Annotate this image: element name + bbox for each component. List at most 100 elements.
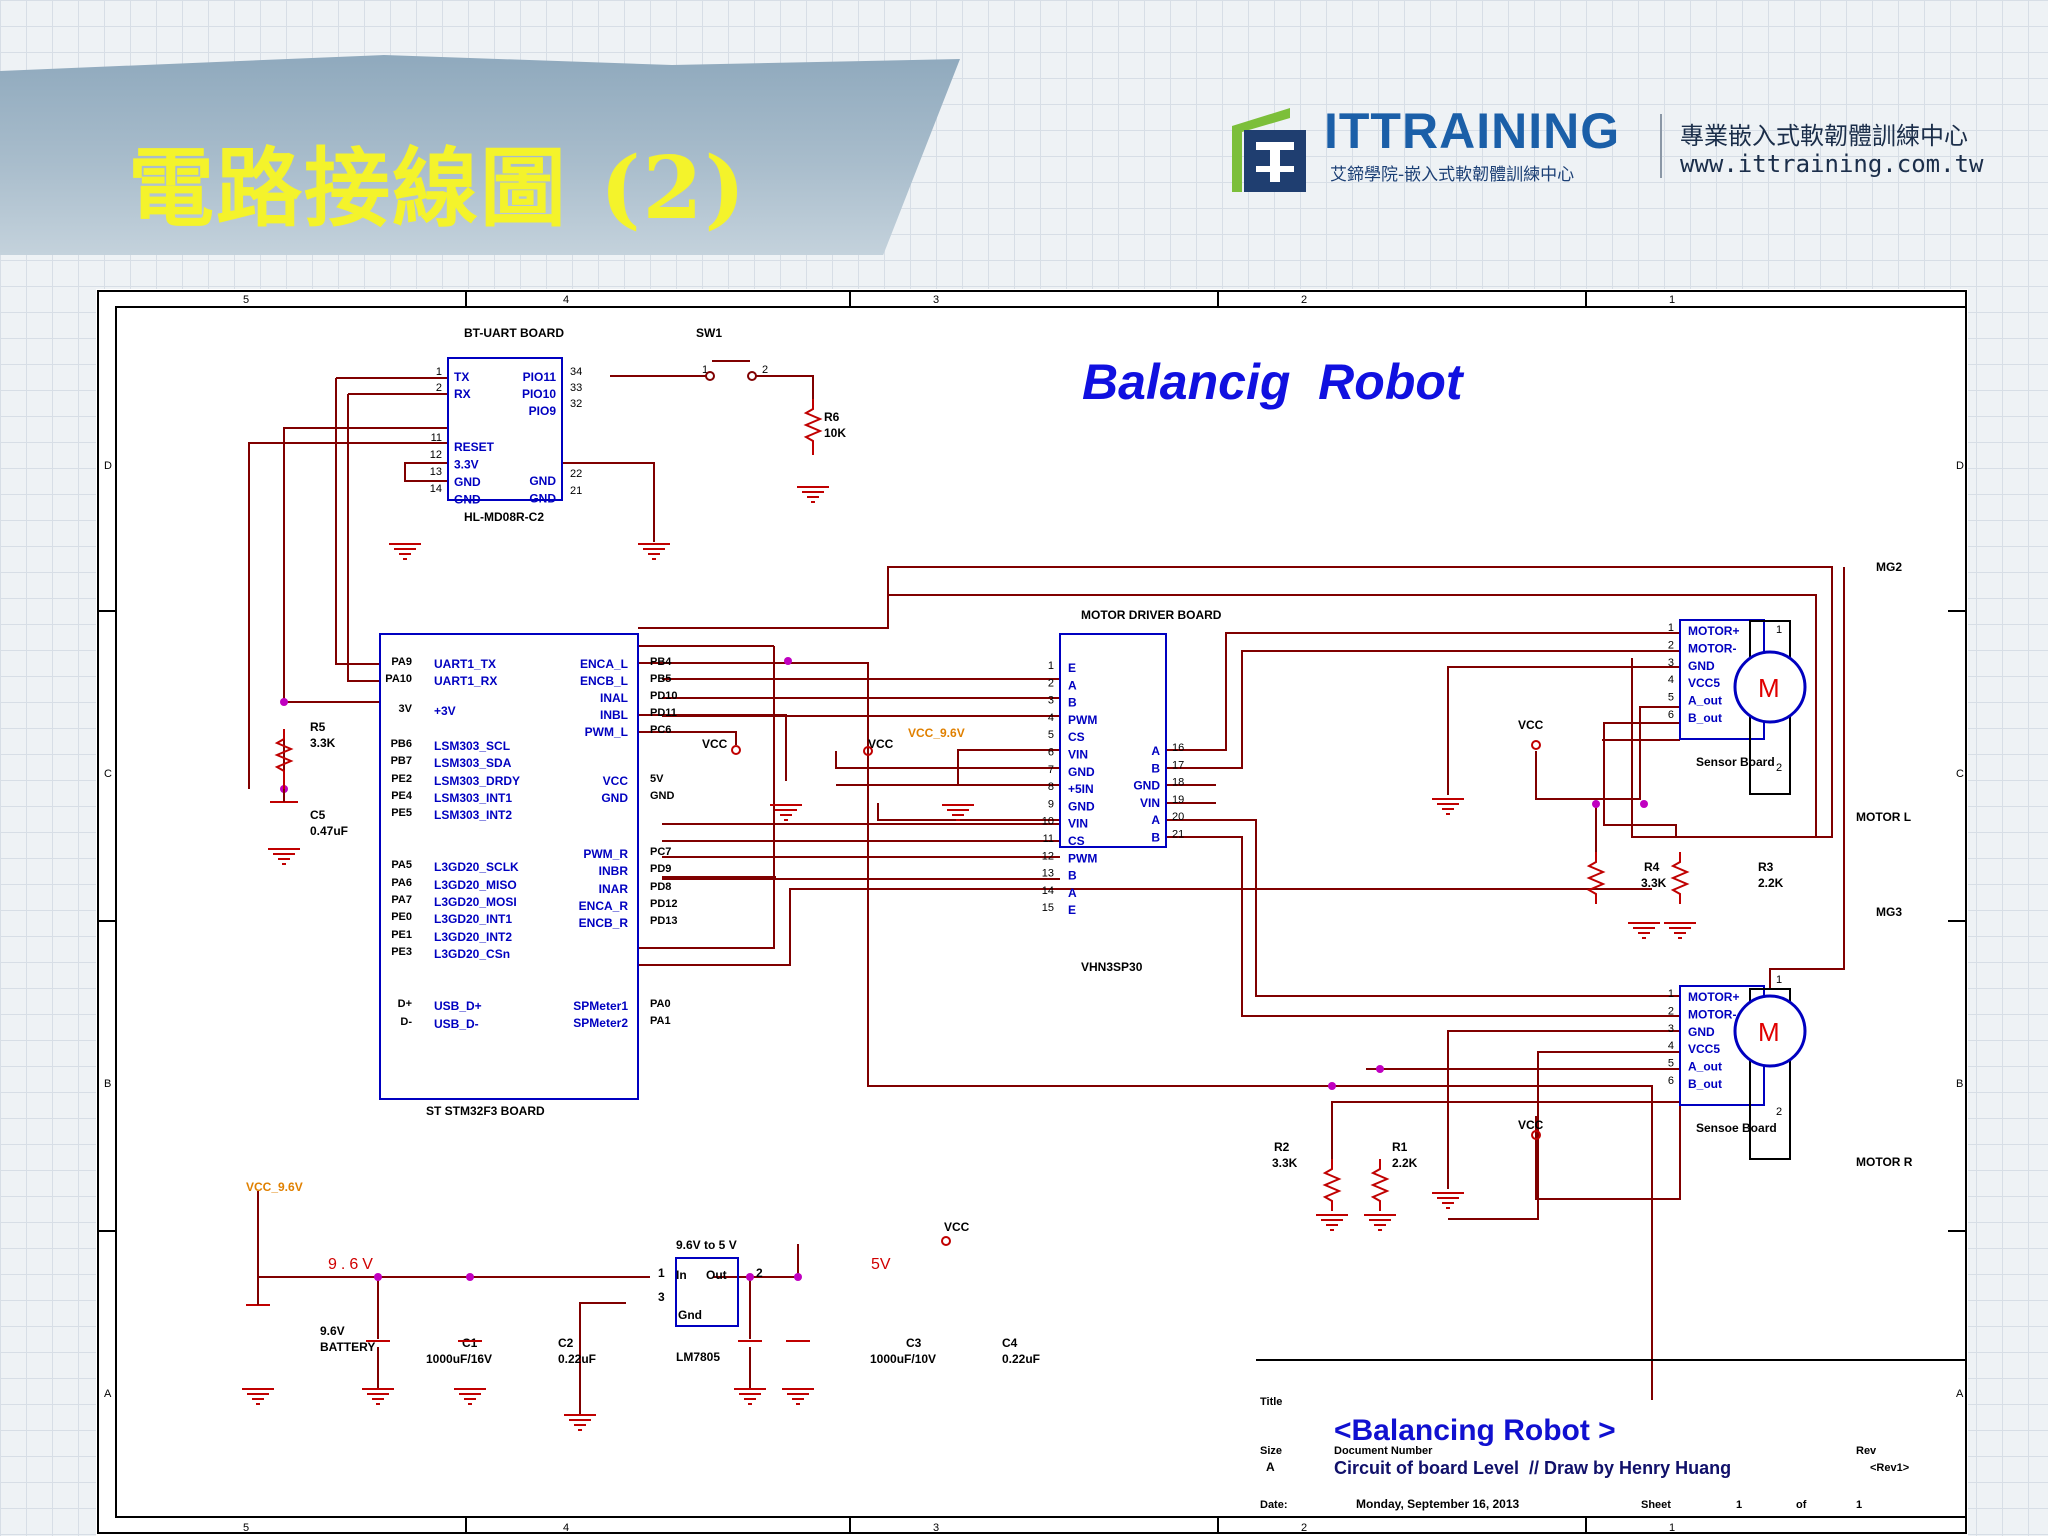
c1-value: 1000uF/16V (426, 1352, 492, 1366)
sw1-pin2: 2 (762, 364, 768, 376)
frame-col-label: 3 (933, 1522, 939, 1534)
regulator-in: In (676, 1268, 687, 1282)
title-banner (0, 55, 960, 255)
junction-dot (794, 1273, 802, 1281)
regulator-pin-3: 2 (756, 1266, 763, 1280)
sw1-pin1: 1 (702, 364, 708, 376)
r6-ref: R6 (824, 410, 840, 424)
vcc-stm32-label: VCC (702, 737, 728, 751)
sensor-pin-label: B_out (1688, 1077, 1722, 1091)
stm32-pin-label: ENCA_L (580, 657, 628, 671)
stm32-pin-label: L3GD20_INT1 (434, 912, 512, 926)
stm32-net-label: PA6 (391, 877, 412, 889)
stm32-pin-label: USB_D- (434, 1017, 479, 1031)
frame-row-label: B (104, 1078, 111, 1090)
stm32-net-label: PD12 (650, 898, 678, 910)
driver-pin-label: CS (1068, 730, 1085, 744)
driver-pin-label: B (1068, 696, 1077, 710)
stm32-net-label: D+ (398, 998, 412, 1010)
sensor-pin-label: GND (1688, 659, 1715, 673)
driver-pin-number: 19 (1172, 794, 1184, 806)
driver-pin-number: 20 (1172, 811, 1184, 823)
mg2-pin1: 1 (1776, 624, 1782, 636)
logo-separator (1660, 114, 1662, 178)
logo-name: ITTRAINING (1324, 103, 1621, 159)
sensor-pin-label: MOTOR- (1688, 1007, 1736, 1021)
sensor-pin-label: A_out (1688, 1060, 1722, 1074)
c4-value: 0.22uF (1002, 1352, 1040, 1366)
sensor-pin-number: 3 (1668, 1023, 1674, 1035)
stm32-pin-label: L3GD20_CSn (434, 947, 510, 961)
vcc96-driver-label: VCC_9.6V (908, 726, 965, 740)
vcc-sensor1-label: VCC (1518, 718, 1544, 732)
of-label: of (1796, 1499, 1807, 1511)
sw1-ref: SW1 (696, 326, 722, 340)
stm32-pin-label: SPMeter1 (573, 999, 628, 1013)
frame-col-label: 5 (243, 1522, 249, 1534)
driver-pin-number: 7 (1048, 764, 1054, 776)
stm32-pin-label: INBL (600, 708, 628, 722)
c5-value: 0.47uF (310, 824, 348, 838)
driver-pin-label: VIN (1068, 817, 1088, 831)
stm32-net-label: PE3 (391, 946, 412, 958)
junction-dot (1376, 1065, 1384, 1073)
frame-col-label: 2 (1301, 1522, 1307, 1534)
motor-mg3: M 1 2 (1733, 974, 1807, 1160)
stm32-net-label: PA10 (385, 673, 412, 685)
vcc-driver-label: VCC (868, 737, 894, 751)
sheet-label: Sheet (1641, 1499, 1671, 1511)
r4-ref: R4 (1644, 860, 1660, 874)
junction-dot (280, 698, 288, 706)
bt-pin-number: 2 (436, 382, 442, 394)
driver-pin-label: PWM (1068, 713, 1097, 727)
vcc-terminals (731, 740, 1541, 1246)
vcc-regulator-label: VCC (944, 1220, 970, 1234)
sensor-pin-number: 1 (1668, 622, 1674, 634)
mg2-symbol: M (1758, 673, 1780, 703)
bt-pin-number: 12 (430, 449, 442, 461)
stm32-net-label: D- (400, 1016, 412, 1028)
mg2-pin2: 2 (1776, 762, 1782, 774)
bt-pin-label: TX (454, 370, 469, 384)
bt-pin-label: PIO11 (523, 370, 557, 384)
stm32-pin-label: LSM303_SDA (434, 756, 512, 770)
cap-leads (257, 789, 751, 1389)
stm32-pin-label: INAL (600, 691, 628, 705)
stm32-net-label: PD8 (650, 881, 671, 893)
sensor-pin-label: MOTOR- (1688, 641, 1736, 655)
r2-value: 3.3K (1272, 1156, 1298, 1170)
frame-col-label: 2 (1301, 294, 1307, 306)
frame-col-label: 3 (933, 294, 939, 306)
driver-pin-label: B (1068, 869, 1077, 883)
sensor-pin-number: 6 (1668, 709, 1674, 721)
docnum-label: Document Number (1334, 1445, 1433, 1457)
stm32-net-label: PD13 (650, 915, 678, 927)
mg3-pin2: 2 (1776, 1106, 1782, 1118)
driver-pin-number: 12 (1042, 850, 1054, 862)
power-net-values: 9.6V 5V (328, 1256, 891, 1273)
driver-pin-number: 2 (1048, 677, 1054, 689)
stm32-net-label: PE1 (391, 929, 412, 941)
driver-pin-label: E (1068, 903, 1076, 917)
bt-pin-label: RX (454, 387, 471, 401)
stm32-net-label: PA0 (650, 998, 671, 1010)
battery-voltage: 9.6V (320, 1324, 345, 1338)
net-96v-label: 9.6V (328, 1256, 377, 1273)
r6-value: 10K (824, 426, 846, 440)
driver-pin-number: 4 (1048, 712, 1054, 724)
size-value: A (1266, 1460, 1275, 1474)
r5-ref: R5 (310, 720, 326, 734)
driver-pin-label: CS (1068, 834, 1085, 848)
stm32-net-label: PA1 (650, 1015, 671, 1027)
junction-dot (784, 657, 792, 665)
stm32-pin-label: UART1_RX (434, 674, 497, 688)
driver-pin-label: VIN (1140, 796, 1160, 810)
r2-ref: R2 (1274, 1140, 1290, 1154)
stm32-net-label: PE0 (391, 911, 412, 923)
stm32-pin-label: ENCB_R (579, 916, 629, 930)
sensor-pin-number: 6 (1668, 1075, 1674, 1087)
stm32-pin-label: SPMeter2 (573, 1016, 628, 1030)
driver-pin-number: 3 (1048, 695, 1054, 707)
bt-pin-number: 13 (430, 466, 442, 478)
r3-value: 2.2K (1758, 876, 1784, 890)
